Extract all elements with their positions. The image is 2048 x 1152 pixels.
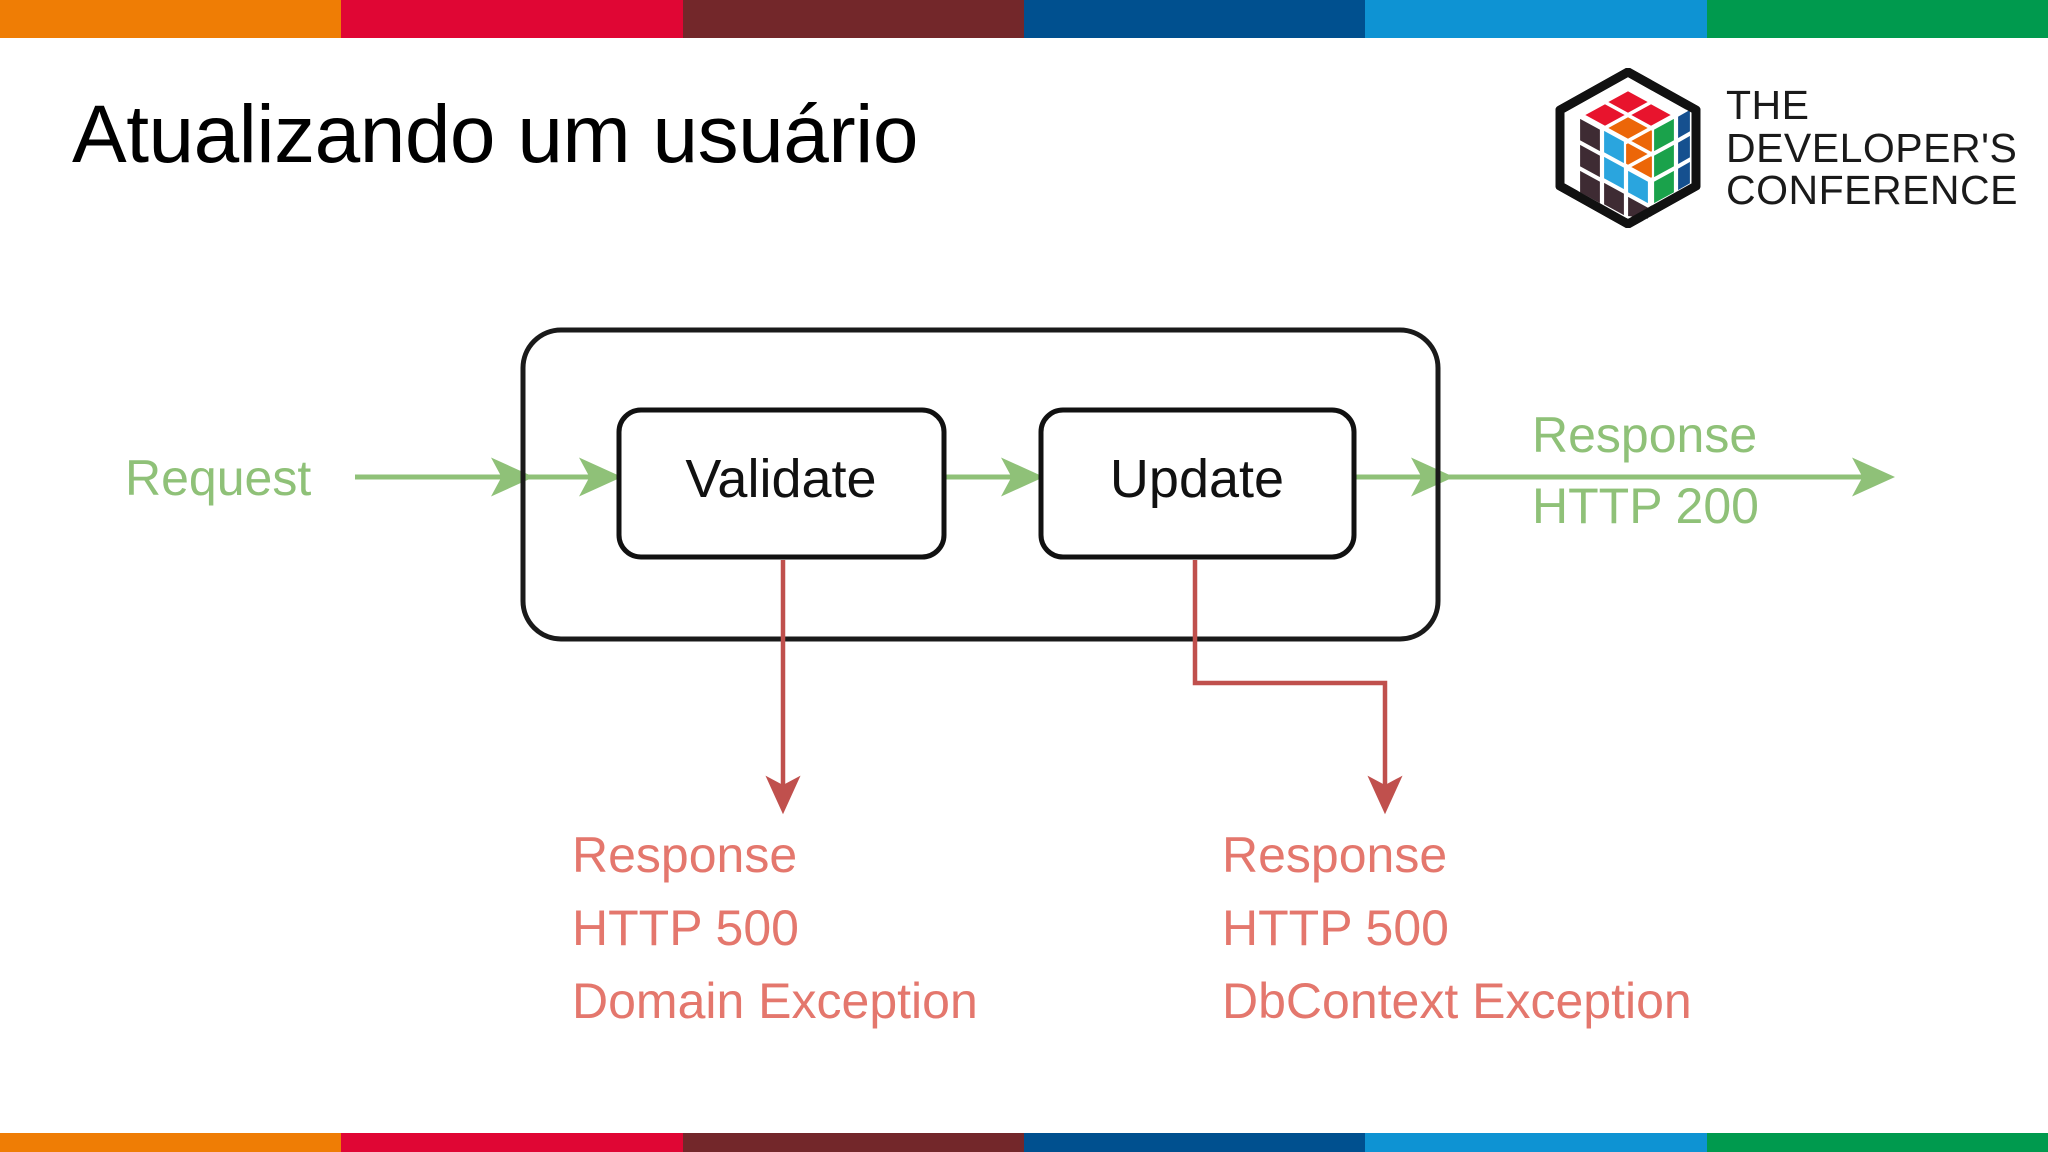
response-200-line-1: Response xyxy=(1532,407,1757,463)
validate-label: Validate xyxy=(685,449,876,509)
validate-error-label: Response HTTP 500 Domain Exception xyxy=(572,827,978,1029)
color-bar-segment-light-blue xyxy=(1365,1133,1707,1152)
color-bar-segment-orange xyxy=(0,0,342,38)
response-200-line-2: HTTP 200 xyxy=(1532,478,1759,534)
validate-error-line-3: Domain Exception xyxy=(572,973,978,1029)
color-bar-segment-dark-red xyxy=(682,1133,1024,1152)
top-color-bar xyxy=(0,0,2048,38)
request-pipeline-container xyxy=(520,327,1441,642)
color-bar-segment-light-blue xyxy=(1365,0,1707,38)
color-bar-segment-green xyxy=(1706,0,2048,38)
color-bar-segment-green xyxy=(1706,1133,2048,1152)
color-bar-segment-crimson xyxy=(341,1133,683,1152)
color-bar-segment-crimson xyxy=(341,0,683,38)
update-error-line-1: Response xyxy=(1222,827,1447,883)
color-bar-segment-dark-blue xyxy=(1023,1133,1366,1152)
tdc-logo-wordmark: THE DEVELOPER'S CONFERENCE xyxy=(1726,84,2018,212)
validate-error-line-2: HTTP 500 xyxy=(572,900,799,956)
arrow-update-to-error xyxy=(1192,560,1403,815)
validate-error-line-1: Response xyxy=(572,827,797,883)
update-error-line-2: HTTP 500 xyxy=(1222,900,1449,956)
update-error-arrow xyxy=(1192,560,1403,815)
node-validate[interactable]: Validate xyxy=(616,407,947,560)
logo-line-2: DEVELOPER'S xyxy=(1725,124,2018,171)
tdc-cube-icon xyxy=(1555,68,1701,228)
update-label: Update xyxy=(1110,449,1284,509)
request-label: Request xyxy=(125,450,311,506)
node-update[interactable]: Update xyxy=(1038,407,1357,560)
color-bar-segment-dark-blue xyxy=(1023,0,1366,38)
color-bar-segment-orange xyxy=(0,1133,342,1152)
color-bar-segment-dark-red xyxy=(682,0,1024,38)
page-title: Atualizando um usuário xyxy=(72,89,918,180)
logo-line-3: CONFERENCE xyxy=(1725,167,2018,214)
logo-line-1: THE xyxy=(1725,82,1810,129)
bottom-color-bar xyxy=(0,1133,2048,1152)
tdc-logo: THE DEVELOPER'S CONFERENCE xyxy=(1552,68,2018,228)
validate-box[interactable] xyxy=(616,407,947,560)
update-box[interactable] xyxy=(1038,407,1357,560)
update-error-label: Response HTTP 500 DbContext Exception xyxy=(1222,827,1692,1029)
response-200-label: Response HTTP 200 xyxy=(1532,407,1759,534)
update-error-line-3: DbContext Exception xyxy=(1222,973,1692,1029)
